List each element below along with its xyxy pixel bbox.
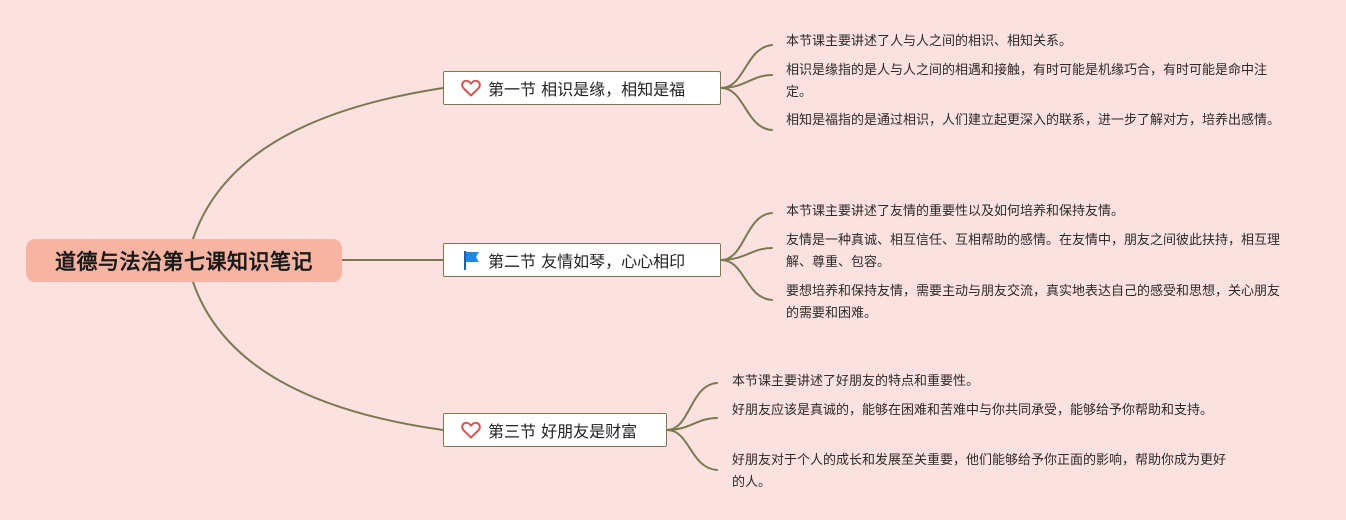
note-s1-3[interactable]: 相知是福指的是通过相识，人们建立起更深入的联系，进一步了解对方，培养出感情。 <box>786 113 1281 128</box>
central-topic[interactable]: 道德与法治第七课知识笔记 <box>26 239 342 282</box>
heart-icon <box>460 77 482 99</box>
note-s3-3[interactable]: 好朋友对于个人的成长和发展至关重要，他们能够给予你正面的影响，帮助你成为更好的人… <box>732 453 1227 490</box>
section-1-title: 第一节 相识是缘，相知是福 <box>488 80 686 99</box>
connector-s1-n3 <box>720 87 773 131</box>
topic-section-2[interactable]: 第二节 友情如琴，心心相印 <box>443 243 721 277</box>
note-s2-3[interactable]: 要想培养和保持友情，需要主动与朋友交流，真实地表达自己的感受和思想，关心朋友的需… <box>786 284 1281 321</box>
connector-s1-n2 <box>720 74 773 89</box>
connector-s2-n2 <box>720 247 773 261</box>
section-3-title: 第三节 好朋友是财富 <box>488 422 638 441</box>
section-2-title: 第二节 友情如琴，心心相印 <box>488 252 686 271</box>
connector-s3-n3 <box>666 429 718 471</box>
note-s3-1[interactable]: 本节课主要讲述了好朋友的特点和重要性。 <box>732 374 980 389</box>
topic-section-3[interactable]: 第三节 好朋友是财富 <box>443 413 667 447</box>
note-s1-1[interactable]: 本节课主要讲述了人与人之间的相识、相知关系。 <box>786 34 1073 49</box>
connector-s2-n1 <box>720 212 773 261</box>
connector-s2-n3 <box>720 259 773 301</box>
note-s3-2[interactable]: 好朋友应该是真诚的，能够在困难和苦难中与你共同承受，能够给予你帮助和支持。 <box>732 403 1214 418</box>
heart-icon <box>460 419 482 441</box>
note-s1-2[interactable]: 相识是缘指的是人与人之间的相遇和接触，有时可能是机缘巧合，有时可能是命中注定。 <box>786 63 1268 100</box>
connector-root-section-1 <box>192 87 444 240</box>
connector-s3-n1 <box>666 382 718 431</box>
connector-s3-n2 <box>666 417 718 431</box>
connector-root-section-3 <box>192 281 444 431</box>
topic-section-1[interactable]: 第一节 相识是缘，相知是福 <box>443 71 721 105</box>
note-s2-2[interactable]: 友情是一种真诚、相互信任、互相帮助的感情。在友情中，朋友之间彼此扶持，相互理解、… <box>786 233 1281 270</box>
flag-icon <box>460 249 482 271</box>
note-s2-1[interactable]: 本节课主要讲述了友情的重要性以及如何培养和保持友情。 <box>786 204 1125 219</box>
